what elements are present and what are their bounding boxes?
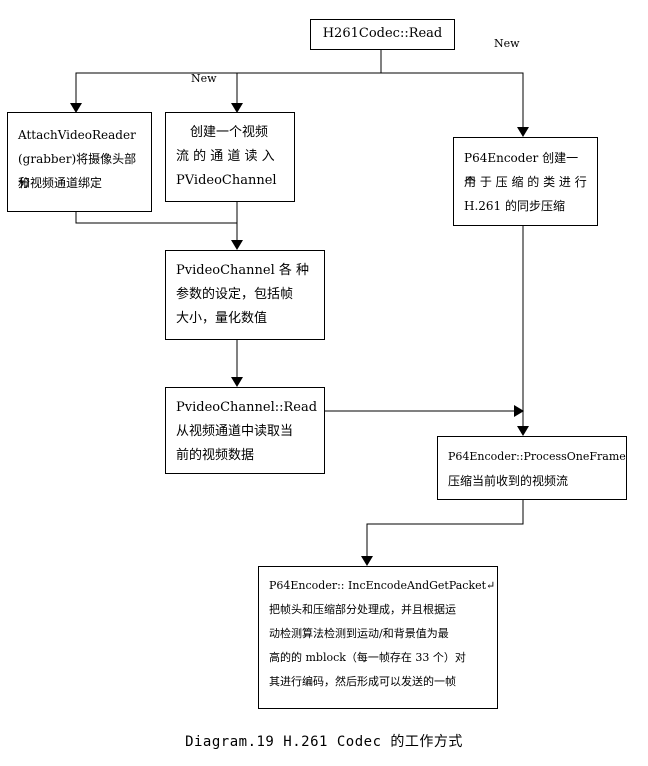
node-text: H.261 的同步压缩	[464, 199, 565, 213]
node-text: 高的的 mblock（每一帧存在 33 个）对	[269, 651, 466, 664]
node-p64encoder-create: P64Encoder 创建一个 用 于 压 缩 的 类 进 行 H.261 的同…	[453, 137, 598, 226]
edge-label-new-left: New	[191, 72, 217, 85]
node-text: PvideoChannel::Read	[176, 400, 318, 415]
node-text: (grabber)将摄像头部分	[18, 152, 137, 190]
node-text: 压缩当前收到的视频流	[448, 474, 569, 488]
edge-read-to-encoder	[381, 72, 529, 137]
node-text: 把帧头和压缩部分处理成，并且根据运	[269, 603, 456, 616]
node-text: 前的视频数据	[176, 448, 255, 463]
node-text: PVideoChannel	[176, 173, 277, 188]
node-create-video-channel: 创建一个视频 流 的 通 道 读 入 PVideoChannel	[165, 112, 295, 202]
edge-process-to-encode	[361, 499, 524, 566]
node-text: PvideoChannel 各 种	[176, 263, 310, 278]
edge-attach-merge	[75, 211, 237, 224]
node-text: 其进行编码，然后形成可以发送的一帧	[269, 675, 456, 688]
edge-read-to-left-fork	[70, 49, 382, 113]
node-text: P64Encoder:: IncEncodeAndGetPacket↵	[269, 579, 496, 592]
node-text: 和视频通道绑定	[18, 176, 103, 190]
node-text: 从视频通道中读取当	[176, 424, 294, 439]
node-channel-settings: PvideoChannel 各 种 参数的设定，包括帧 大小，量化数值	[165, 250, 325, 340]
node-text: 用 于 压 缩 的 类 进 行	[464, 175, 587, 189]
node-inc-encode-and-get-packet: P64Encoder:: IncEncodeAndGetPacket↵ 把帧头和…	[258, 566, 498, 709]
diagram-caption: Diagram.19 H.261 Codec 的工作方式	[185, 734, 463, 750]
node-text: P64Encoder 创建一个	[464, 151, 579, 189]
edge-label-new-right: New	[494, 37, 520, 50]
node-text: 创建一个视频	[190, 125, 269, 140]
node-text: H261Codec::Read	[322, 26, 443, 41]
node-text: 动检测算法检测到运动/和背景值为最	[269, 627, 449, 640]
node-text: P64Encoder::ProcessOneFrame	[448, 450, 626, 463]
node-text: 大小，量化数值	[176, 311, 268, 326]
node-process-one-frame: P64Encoder::ProcessOneFrame 压缩当前收到的视频流	[437, 436, 627, 500]
node-h261codec-read: H261Codec::Read	[310, 19, 455, 50]
node-text: AttachVideoReader	[18, 128, 136, 142]
node-pvideochannel-read: PvideoChannel::Read 从视频通道中读取当 前的视频数据	[165, 387, 325, 474]
node-attach-video-reader: AttachVideoReader (grabber)将摄像头部分 和视频通道绑…	[7, 112, 152, 212]
node-text: 参数的设定，包括帧	[176, 287, 294, 302]
node-text: 流 的 通 道 读 入	[176, 149, 275, 164]
